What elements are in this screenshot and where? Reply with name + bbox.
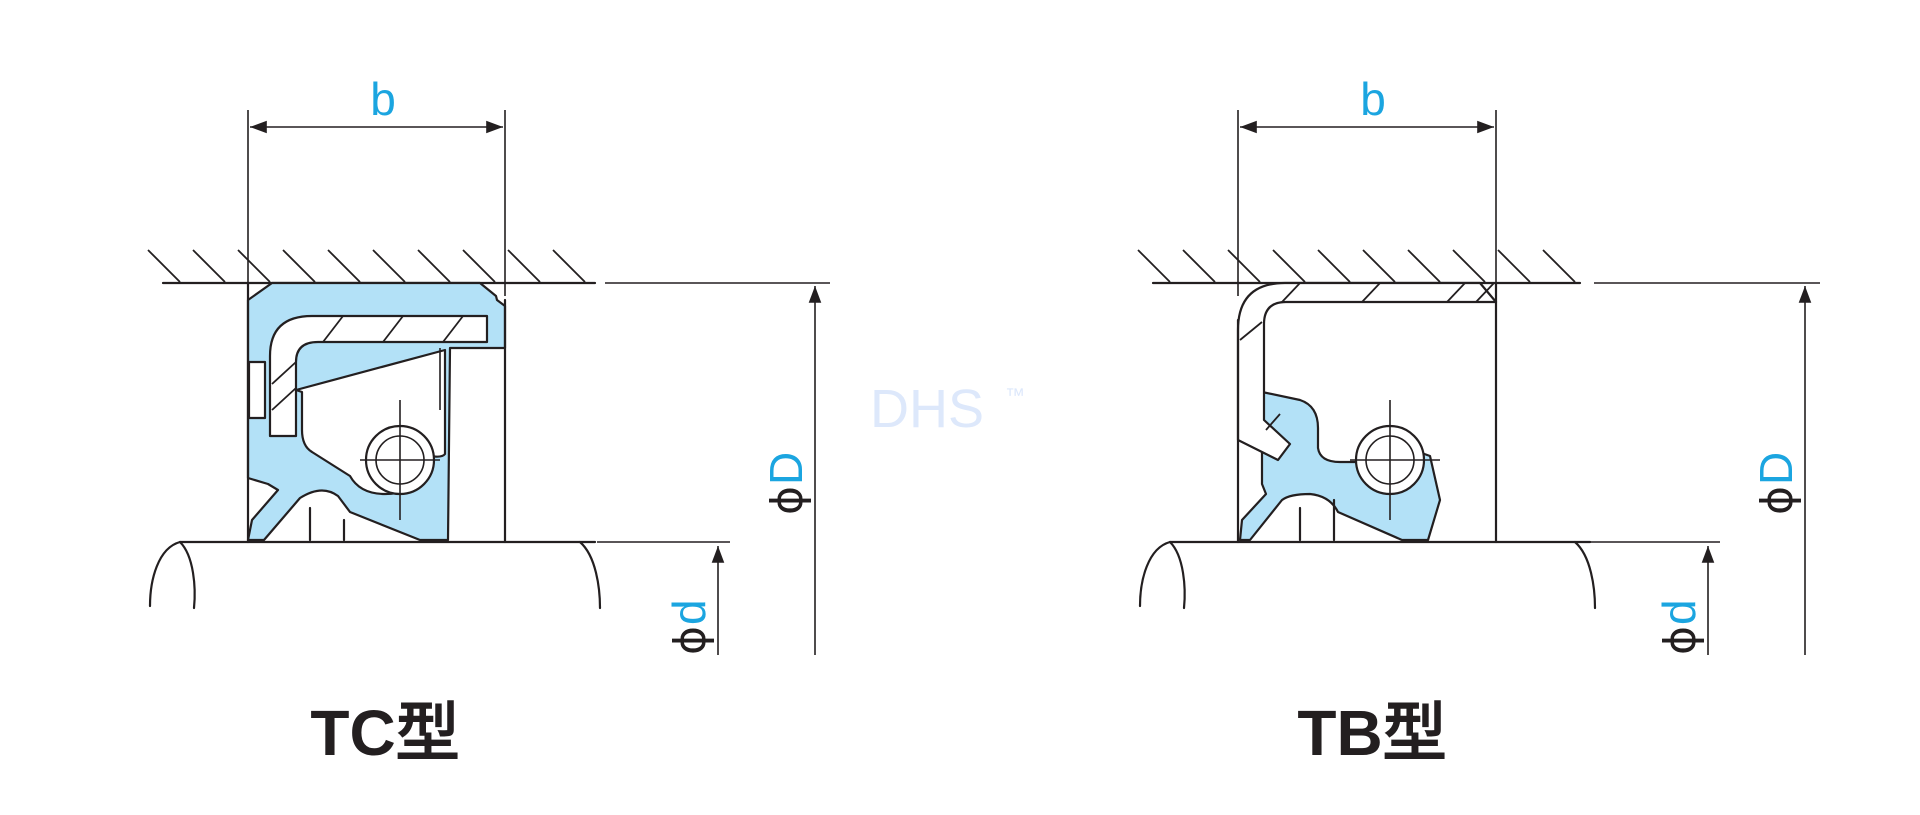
tc-outer-groove xyxy=(247,360,267,420)
tc-shaft xyxy=(148,540,602,610)
tb-inner-diameter-symbol: ϕ xyxy=(1655,626,1706,655)
tc-inner-diameter-label: d xyxy=(663,599,715,625)
watermark: DHS ™ xyxy=(870,379,1025,439)
tc-inner-diameter-symbol: ϕ xyxy=(665,626,716,655)
tc-outer-diameter-symbol: ϕ xyxy=(762,486,813,515)
tb-width-label: b xyxy=(1360,73,1386,125)
tc-garter-spring xyxy=(360,400,440,520)
tb-garter-spring xyxy=(1350,400,1440,520)
tb-dimension-outer-diameter: ϕ D xyxy=(1594,282,1820,655)
tb-dimension-b: b xyxy=(1237,73,1497,296)
tc-outer-diameter-label: D xyxy=(760,452,812,485)
tb-housing-wall xyxy=(1137,249,1582,285)
watermark-trademark: ™ xyxy=(1005,385,1025,407)
tb-outer-diameter-label: D xyxy=(1750,452,1802,485)
tc-type-label: TC型 xyxy=(310,697,459,769)
tc-width-label: b xyxy=(370,73,396,125)
tb-inner-diameter-label: d xyxy=(1653,599,1705,625)
tb-dimension-inner-diameter: ϕ d xyxy=(1585,541,1720,655)
tb-type-diagram: b ϕ D ϕ d TB型 xyxy=(1137,73,1820,769)
tc-type-diagram: b ϕ D ϕ d TC型 xyxy=(147,73,830,769)
tc-dimension-b: b xyxy=(247,73,506,300)
tb-metal-hatch xyxy=(1239,282,1495,431)
tb-type-label: TB型 xyxy=(1297,697,1446,769)
tc-housing-wall xyxy=(147,249,597,285)
watermark-text: DHS xyxy=(870,379,984,439)
tc-dimension-outer-diameter: ϕ D xyxy=(605,282,830,655)
tb-metal-case xyxy=(1236,281,1498,462)
tc-metal-hatch xyxy=(271,315,464,411)
tc-metal-case xyxy=(268,314,489,438)
tb-shaft xyxy=(1138,540,1597,610)
tb-outer-diameter-symbol: ϕ xyxy=(1752,486,1803,515)
tc-dimension-inner-diameter: ϕ d xyxy=(597,541,730,655)
